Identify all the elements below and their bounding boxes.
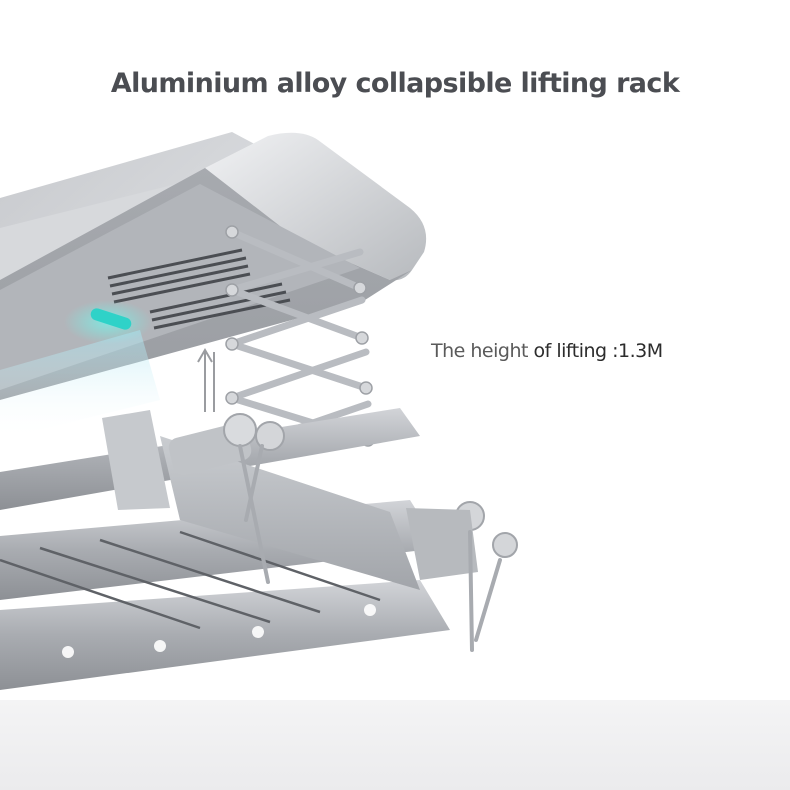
motor-housing xyxy=(0,132,427,440)
lift-height-caption: The height of lifting :1.3M xyxy=(431,340,663,362)
floor-band xyxy=(0,700,790,790)
product-headline: Aluminium alloy collapsible lifting rack xyxy=(110,68,680,99)
hanger-rods xyxy=(238,444,502,652)
lift-arrow-icon xyxy=(197,348,215,412)
caption-text-part1: The height xyxy=(431,340,534,362)
cross-beam xyxy=(102,410,518,590)
caption-text-part2: of lifting :1.3M xyxy=(533,340,663,362)
